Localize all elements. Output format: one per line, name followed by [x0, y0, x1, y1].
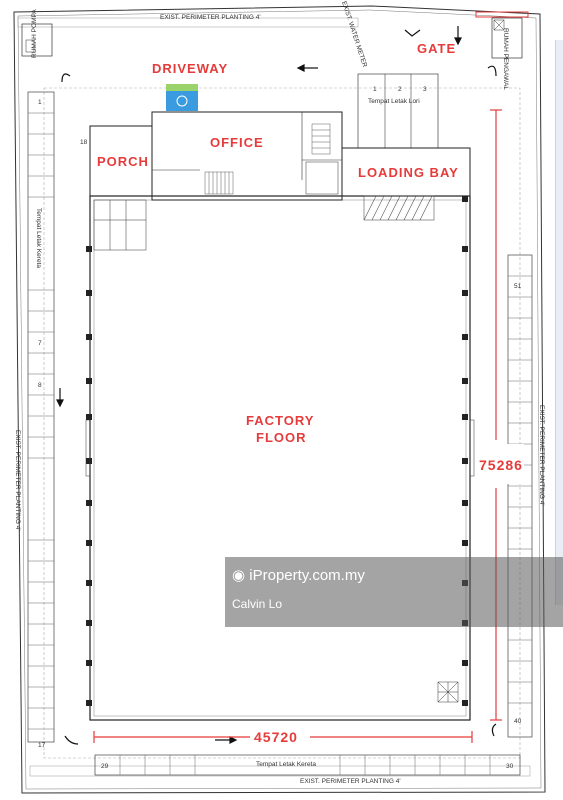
- office-label: OFFICE: [210, 135, 264, 150]
- pump-house-note: RUMAH POMPA: [31, 9, 38, 58]
- perimeter-left-note: EXIST. PERIMETER PLANTING 4': [14, 430, 21, 531]
- watermark-logo-text: iProperty.com.my: [249, 567, 365, 584]
- guard-house-note: RUMAH PENGAWAL: [502, 28, 509, 90]
- main-building: [85, 111, 475, 721]
- left-stall-number: 8: [38, 382, 42, 389]
- dim-vertical-bg: [478, 444, 524, 484]
- watermark-user: Calvin Lo: [232, 597, 283, 611]
- guard-house: [491, 17, 523, 59]
- factory-label-line2: FLOOR: [256, 430, 307, 445]
- perimeter-bottom-note: EXIST. PERIMETER PLANTING 4': [300, 778, 401, 785]
- right-stall-number: 40: [514, 718, 522, 725]
- lorry-stall-number: 1: [373, 86, 377, 93]
- turn-arrows: [61, 29, 497, 745]
- side-panel-edge: [555, 40, 563, 605]
- location-pin-icon: ◉: [232, 567, 246, 584]
- right-parking-column: [507, 254, 533, 738]
- left-parking-column: [27, 91, 55, 743]
- loading-bay-label: LOADING BAY: [358, 165, 459, 180]
- lorry-stall-number: 3: [423, 86, 427, 93]
- pump-house: [21, 23, 53, 57]
- car-parking-bottom-note: Tempat Letak Kereta: [256, 761, 316, 768]
- bottom-parking-row: [94, 754, 521, 776]
- lorry-parking-note: Tempat Letak Lori: [368, 98, 420, 105]
- site-boundary-inner: [17, 9, 542, 790]
- left-stall-number: 7: [38, 340, 42, 347]
- gate-label: GATE: [417, 41, 456, 56]
- bottom-planting-strip: [29, 765, 531, 777]
- water-meter-note: EXIST. WATER METER: [340, 0, 368, 68]
- top-planting-strip: [17, 17, 359, 28]
- perimeter-top-note: EXIST. PERIMETER PLANTING 4': [160, 14, 261, 21]
- dimension-vertical: 75286: [479, 457, 523, 473]
- bottom-stall-number: 29: [101, 763, 109, 770]
- accessible-parking: [166, 84, 198, 111]
- right-stall-number: 51: [514, 283, 522, 290]
- site-boundary: [13, 5, 546, 794]
- factory-label-line1: FACTORY: [246, 413, 314, 428]
- left-stall-number: 17: [38, 742, 46, 749]
- driveway-label: DRIVEWAY: [152, 61, 228, 76]
- gate-barrier: [475, 11, 529, 18]
- dimension-horizontal: 45720: [254, 729, 298, 745]
- perimeter-right-note: EXIST. PERIMETER PLANTING 4': [538, 405, 545, 506]
- bottom-stall-number: 30: [506, 763, 514, 770]
- porch-label: PORCH: [97, 154, 149, 169]
- left-stall-number: 1: [38, 99, 42, 106]
- lorry-stall-number: 2: [398, 86, 402, 93]
- traffic-arrows: [56, 26, 462, 744]
- watermark-band: [225, 557, 563, 627]
- car-parking-left-note: Tempat Letak Kereta: [35, 208, 42, 268]
- left-stall-number: 18: [80, 139, 88, 146]
- watermark-logo: ◉ iProperty.com.my: [232, 566, 365, 584]
